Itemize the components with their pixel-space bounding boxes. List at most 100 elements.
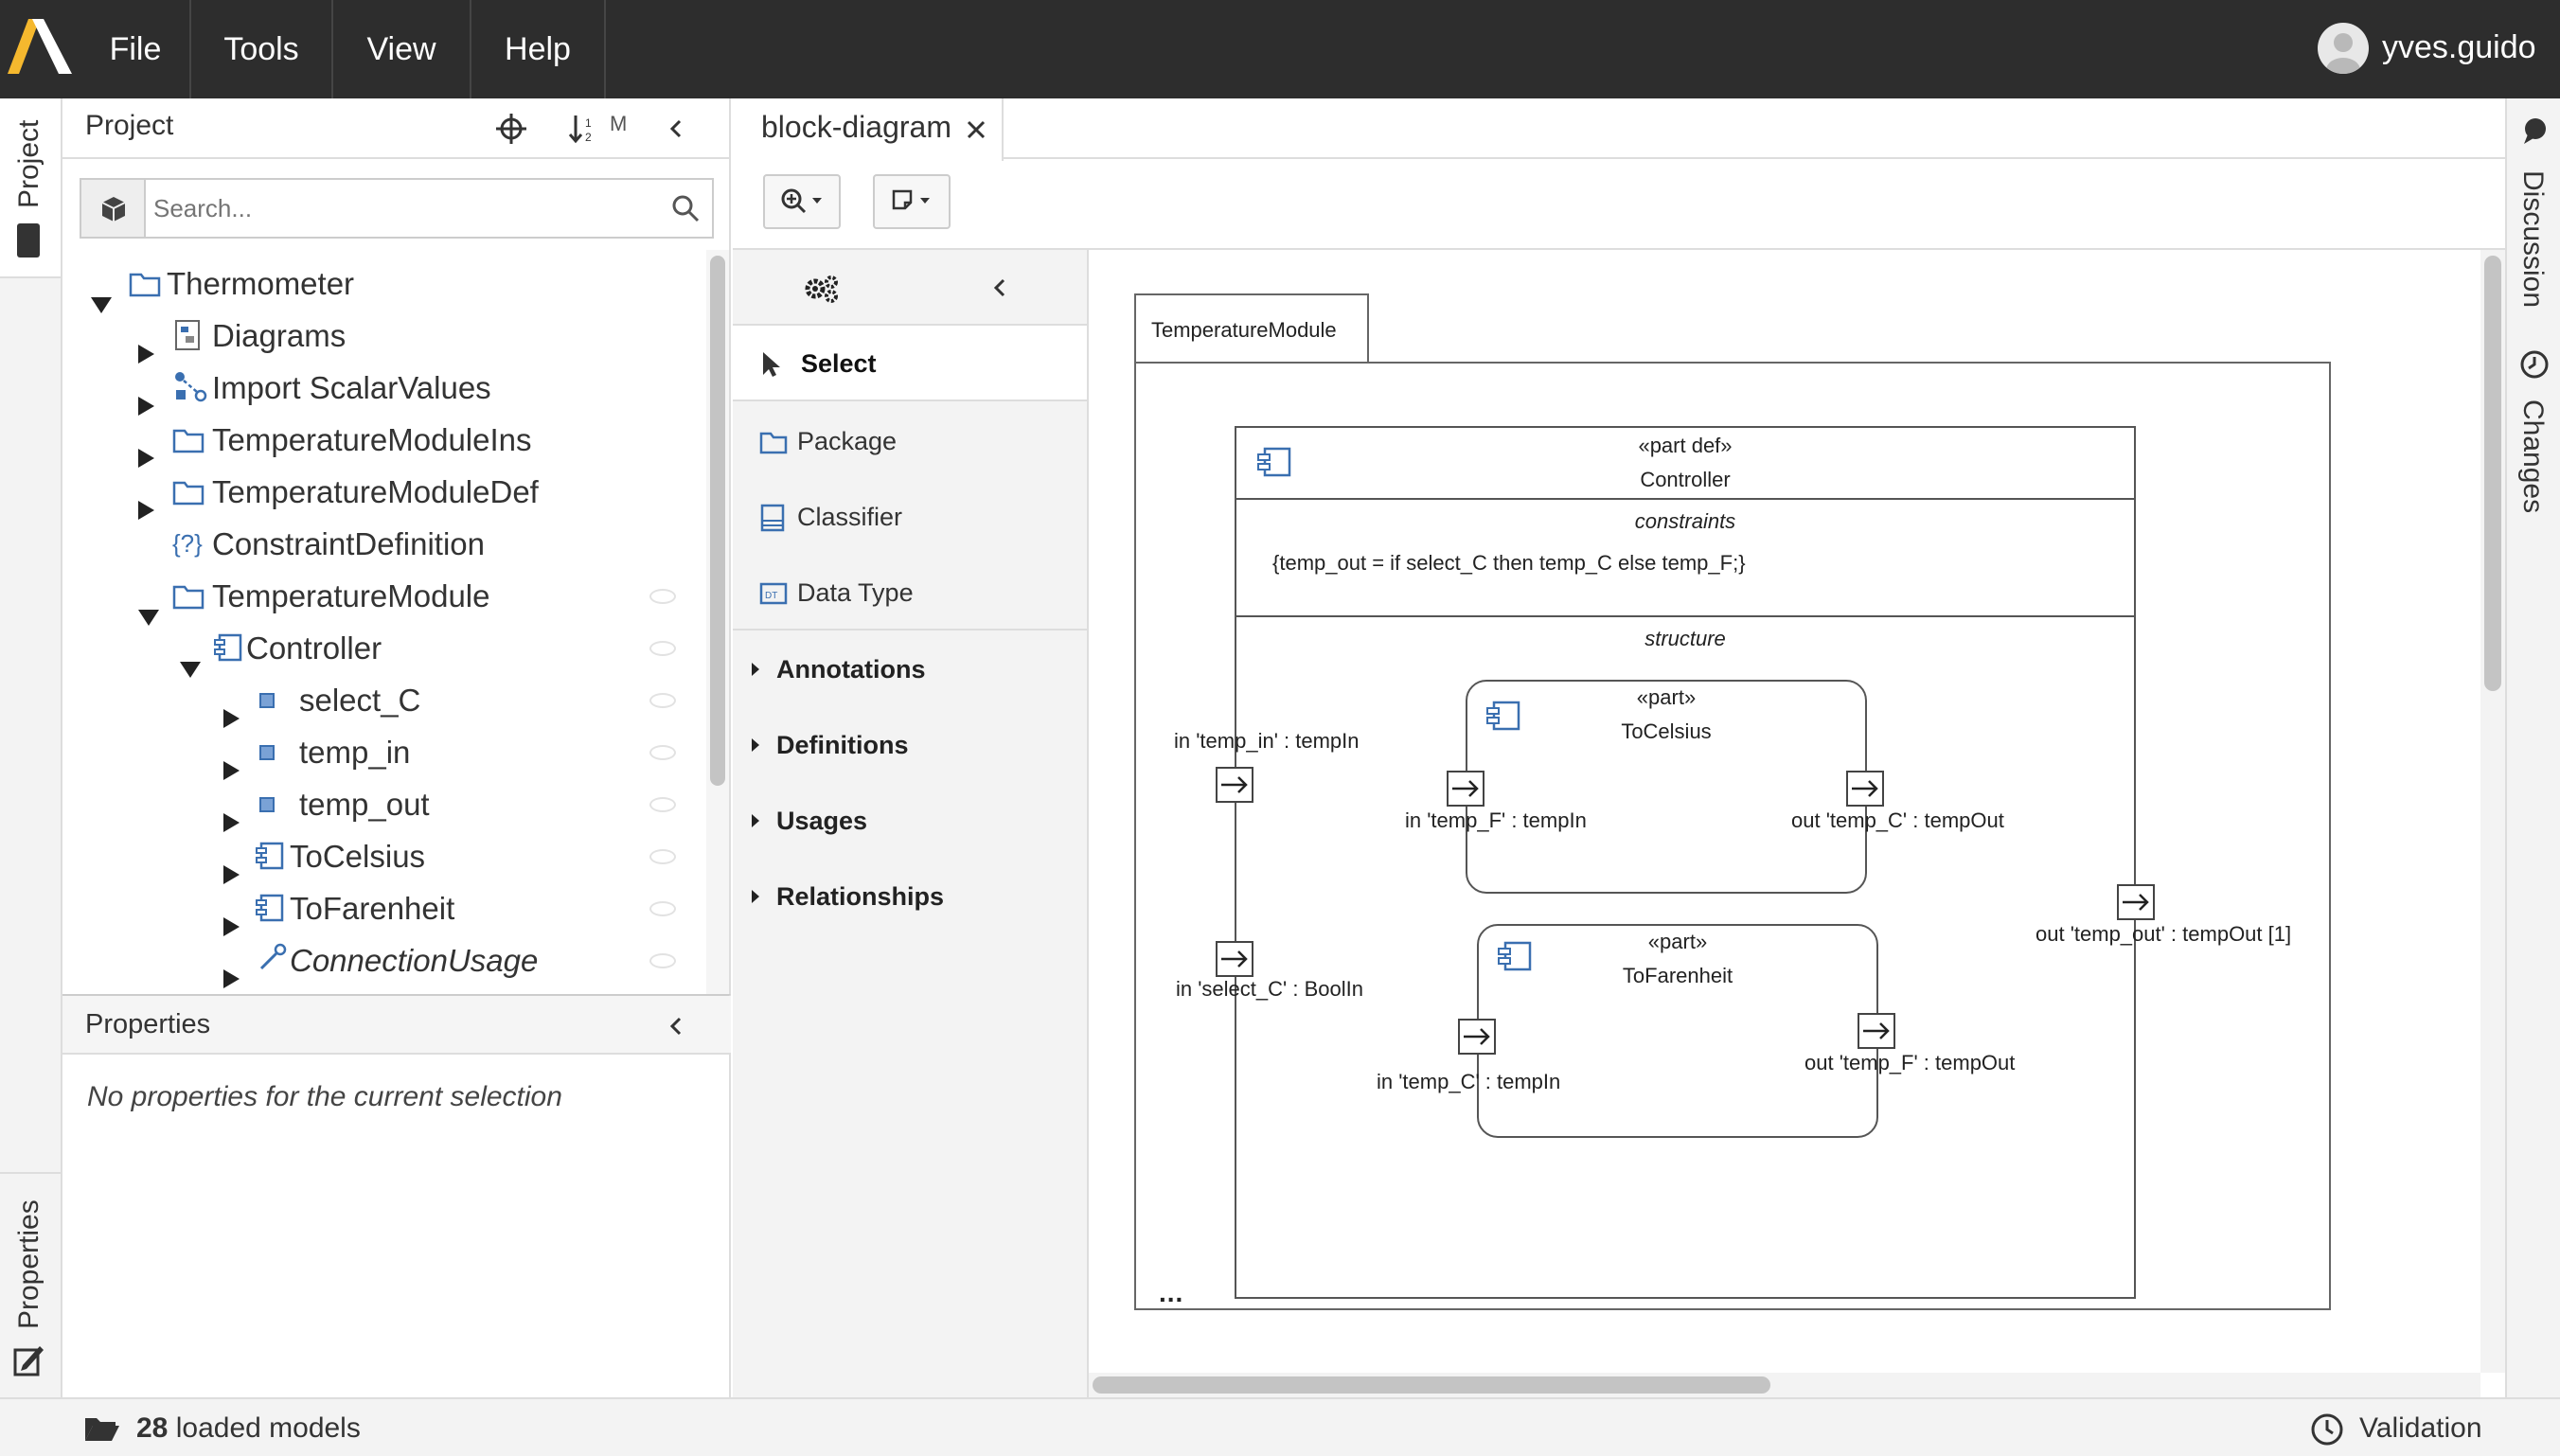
sort-mode-label[interactable]: M	[610, 112, 628, 135]
tocelsius-stereotype: «part»	[1636, 685, 1697, 709]
visibility-eye-icon[interactable]	[649, 641, 676, 656]
palette-section-relationships[interactable]: Relationships	[733, 860, 1087, 933]
tree-item-label: TemperatureModuleDef	[212, 474, 539, 509]
diagram-canvas[interactable]: TemperatureModule «part def» Controller …	[1089, 248, 2505, 1397]
tree-caret-collapsed[interactable]	[223, 691, 240, 743]
package-frame-tab[interactable]: TemperatureModule	[1134, 293, 1369, 364]
tree-caret-collapsed[interactable]	[223, 847, 240, 899]
loaded-models-status[interactable]: 28 loaded models	[136, 1412, 361, 1445]
tree-caret-collapsed[interactable]	[223, 951, 240, 994]
changes-rail-tab[interactable]: Changes	[2507, 341, 2560, 530]
tree-scrollbar-thumb[interactable]	[710, 256, 725, 786]
avatar[interactable]	[2318, 23, 2369, 74]
settings-gears-icon[interactable]	[803, 273, 841, 305]
canvas-vertical-scrollbar-thumb[interactable]	[2484, 256, 2501, 691]
visibility-eye-icon[interactable]	[649, 849, 676, 864]
tree-caret-collapsed[interactable]	[223, 899, 240, 951]
visibility-eye-icon[interactable]	[649, 901, 676, 916]
menu-file[interactable]: File	[81, 0, 191, 98]
tocelsius-name: ToCelsius	[1621, 719, 1712, 743]
tree-caret-collapsed[interactable]	[138, 431, 154, 483]
compartment-divider	[1236, 498, 2134, 500]
palette-select-tool[interactable]: Select	[733, 326, 1087, 401]
section-caret-icon	[752, 890, 759, 903]
properties-rail-tab[interactable]: Properties	[0, 1172, 61, 1399]
note-dropdown-button[interactable]	[873, 174, 951, 229]
tree-item-label: TemperatureModule	[212, 578, 490, 613]
visibility-eye-icon[interactable]	[649, 745, 676, 760]
search-box	[80, 178, 714, 239]
project-explorer: Project 12 M Thermometer	[62, 98, 731, 994]
menu-help[interactable]: Help	[471, 0, 606, 98]
tab-block-diagram[interactable]: block-diagram	[733, 98, 1004, 161]
tree-caret-expanded[interactable]	[91, 276, 112, 328]
port-tocelsius-in[interactable]	[1447, 771, 1484, 807]
attribute-icon	[259, 693, 275, 708]
tree-item-label: ConstraintDefinition	[212, 526, 485, 561]
canvas-horizontal-scrollbar-thumb[interactable]	[1093, 1376, 1770, 1394]
history-clock-icon	[2520, 350, 2549, 379]
tofarenheit-part[interactable]: «part» ToFarenheit	[1477, 924, 1878, 1138]
port-tofarenheit-out[interactable]	[1858, 1013, 1895, 1049]
svg-text:{?}: {?}	[172, 529, 203, 558]
tree-caret-collapsed[interactable]	[138, 379, 154, 431]
tree-caret-expanded[interactable]	[138, 589, 159, 641]
collapse-chevron-icon[interactable]	[667, 117, 685, 140]
visibility-eye-icon[interactable]	[649, 589, 676, 604]
port-tocelsius-out[interactable]	[1846, 771, 1884, 807]
tree-item-label: select_C	[299, 683, 421, 718]
svg-text:1: 1	[585, 116, 592, 130]
tree-caret-collapsed[interactable]	[138, 327, 154, 379]
tree-caret-collapsed[interactable]	[138, 483, 154, 535]
more-options-ellipsis[interactable]: ...	[1159, 1278, 1184, 1307]
tree-scrollbar[interactable]	[706, 250, 729, 994]
collapse-chevron-icon[interactable]	[667, 1015, 685, 1038]
discussion-rail-tab[interactable]: Discussion	[2507, 98, 2560, 326]
controller-name: Controller	[1640, 468, 1731, 491]
palette-section-annotations[interactable]: Annotations	[733, 632, 1087, 706]
user-name[interactable]: yves.guido	[2382, 29, 2536, 65]
compartment-divider	[1236, 615, 2134, 617]
close-icon[interactable]	[966, 119, 987, 140]
properties-edit-icon	[13, 1342, 45, 1376]
package-frame[interactable]	[1134, 362, 2331, 1310]
project-rail-label: Project	[13, 119, 44, 208]
palette-section-usages[interactable]: Usages	[733, 784, 1087, 858]
constraint-expression[interactable]: {temp_out = if select_C then temp_C else…	[1272, 551, 1746, 575]
port-temp-in[interactable]	[1216, 767, 1253, 803]
crosshair-icon[interactable]	[496, 114, 526, 144]
port-temp-f-in-label: in 'temp_F' : tempIn	[1405, 808, 1587, 832]
palette-section-definitions[interactable]: Definitions	[733, 708, 1087, 782]
tree-caret-expanded[interactable]	[180, 641, 201, 693]
project-tree: Thermometer Diagrams Import ScalarValues…	[62, 252, 706, 994]
palette-package-label: Package	[797, 427, 898, 455]
app-logo-icon[interactable]	[0, 0, 81, 98]
port-tofarenheit-in[interactable]	[1458, 1019, 1496, 1055]
model-filter-icon[interactable]	[81, 180, 146, 237]
validation-status[interactable]: Validation	[2359, 1412, 2482, 1444]
search-input[interactable]	[151, 186, 644, 231]
menu-tools[interactable]: Tools	[191, 0, 333, 98]
search-icon[interactable]	[670, 193, 701, 223]
project-rail-tab[interactable]: Project	[0, 98, 61, 278]
tree-caret-collapsed[interactable]	[223, 743, 240, 795]
canvas-horizontal-scrollbar[interactable]	[1089, 1373, 2480, 1397]
canvas-vertical-scrollbar[interactable]	[2480, 250, 2505, 1373]
collapse-chevron-icon[interactable]	[990, 276, 1009, 299]
visibility-eye-icon[interactable]	[649, 693, 676, 708]
palette-classifier-tool[interactable]: Classifier	[733, 479, 1087, 555]
tocelsius-part[interactable]: «part» ToCelsius	[1466, 680, 1867, 894]
svg-text:2: 2	[585, 131, 592, 144]
palette-package-tool[interactable]: Package	[733, 403, 1087, 479]
zoom-dropdown-button[interactable]	[763, 174, 841, 229]
menu-view[interactable]: View	[333, 0, 471, 98]
tree-caret-collapsed[interactable]	[223, 795, 240, 847]
visibility-eye-icon[interactable]	[649, 797, 676, 812]
port-temp-out[interactable]	[2117, 884, 2155, 920]
visibility-eye-icon[interactable]	[649, 953, 676, 968]
palette-datatype-tool[interactable]: DT Data Type	[733, 555, 1087, 630]
port-select-c[interactable]	[1216, 941, 1253, 977]
datatype-icon: DT	[759, 582, 788, 605]
connection-icon	[259, 943, 287, 970]
